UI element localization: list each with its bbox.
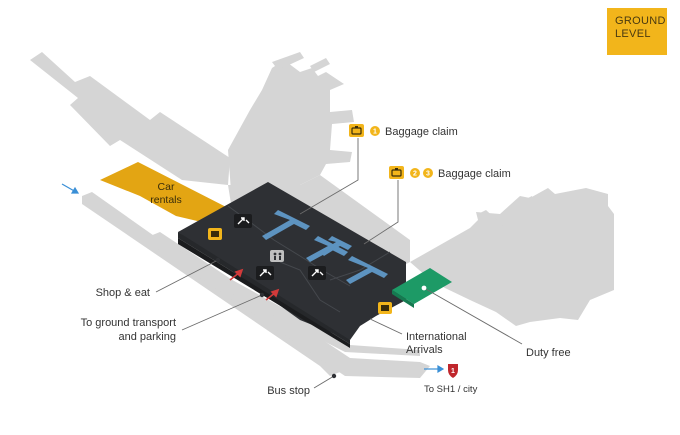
baggage-number-badge	[410, 168, 420, 178]
baggage-claim-2-label: 2 3 Baggage claim	[389, 166, 511, 180]
northern-pier	[228, 60, 354, 205]
bus-stop-label: Bus stop	[267, 385, 310, 397]
ground-transport-label-2: and parking	[119, 331, 177, 343]
baggage-claim-1-text: Baggage claim	[385, 126, 458, 138]
car-rentals-label-2: rentals	[150, 194, 182, 206]
international-arrivals-label-2: Arrivals	[406, 344, 443, 356]
leader-baggage-2	[363, 180, 399, 245]
leader-bus-stop	[313, 375, 335, 389]
customs-officer-icon	[256, 266, 274, 280]
belt-3	[346, 256, 388, 284]
level-badge-line1: GROUND	[615, 15, 666, 27]
duty-free-side	[392, 290, 414, 308]
leader-transport	[181, 294, 263, 331]
road-ramp-inner	[170, 250, 420, 356]
baggage-number-2: 2	[413, 171, 417, 178]
baggage-claim-2-text: Baggage claim	[438, 168, 511, 180]
car-rentals-area	[100, 162, 232, 224]
baggage-number-badge	[423, 168, 433, 178]
info-icon	[378, 302, 392, 314]
customs-officer-icon	[308, 266, 326, 280]
international-arrivals-label-1: International	[406, 331, 467, 343]
exit-arrow-icon	[229, 268, 244, 281]
terminal-side	[178, 238, 350, 348]
car-rentals-label-1: Car	[158, 181, 175, 193]
finger-1	[478, 210, 510, 236]
road-ramp-lower	[150, 232, 430, 378]
terminal-divider-3	[329, 251, 391, 281]
route-number: 1	[451, 368, 455, 375]
info-icon	[208, 228, 222, 240]
ground-level-badge: GROUND LEVEL	[607, 8, 667, 55]
leader-duty-free	[423, 287, 523, 345]
exit-arrow-icon	[265, 288, 280, 301]
baggage-claim-icon	[349, 124, 364, 137]
duty-free-label: Duty free	[526, 347, 571, 359]
baggage-number-3: 3	[426, 171, 430, 178]
eastern-wing	[410, 188, 614, 326]
finger-3	[548, 196, 570, 226]
leader-lines	[155, 138, 523, 389]
baggage-belts	[262, 210, 388, 284]
baggage-claim-icon	[389, 166, 404, 179]
direction-arrow-icon	[424, 364, 445, 374]
leader-baggage-1	[299, 138, 359, 215]
leader-dots	[215, 257, 371, 379]
leader-international	[367, 317, 403, 335]
level-badge-line2: LEVEL	[615, 28, 651, 40]
customs-officer-icon	[234, 214, 252, 228]
leader-dot-duty-free	[421, 285, 427, 291]
belt-1	[262, 210, 310, 240]
shop-eat-label: Shop & eat	[96, 287, 150, 299]
ground-transport-label-1: To ground transport	[81, 317, 176, 329]
sh1-city-label: To SH1 / city	[424, 384, 478, 395]
duty-free-area	[392, 268, 452, 304]
belt-4	[320, 236, 352, 256]
finger-2	[524, 196, 540, 228]
baggage-number-1: 1	[373, 129, 377, 136]
baggage-number-badge	[370, 126, 380, 136]
terminal-divider-4	[279, 261, 341, 313]
baggage-claim-1-label: 1 Baggage claim	[349, 124, 458, 138]
western-pier	[30, 52, 230, 185]
pier-stub-a	[272, 52, 304, 70]
direction-arrow-icon	[61, 183, 80, 194]
finger-4	[578, 194, 606, 216]
restroom-icon	[270, 250, 284, 262]
highway-shield-icon: 1	[448, 364, 458, 378]
terminal-roof-south	[178, 232, 350, 344]
leader-shop	[155, 259, 219, 293]
pier-stub-b	[310, 58, 330, 72]
